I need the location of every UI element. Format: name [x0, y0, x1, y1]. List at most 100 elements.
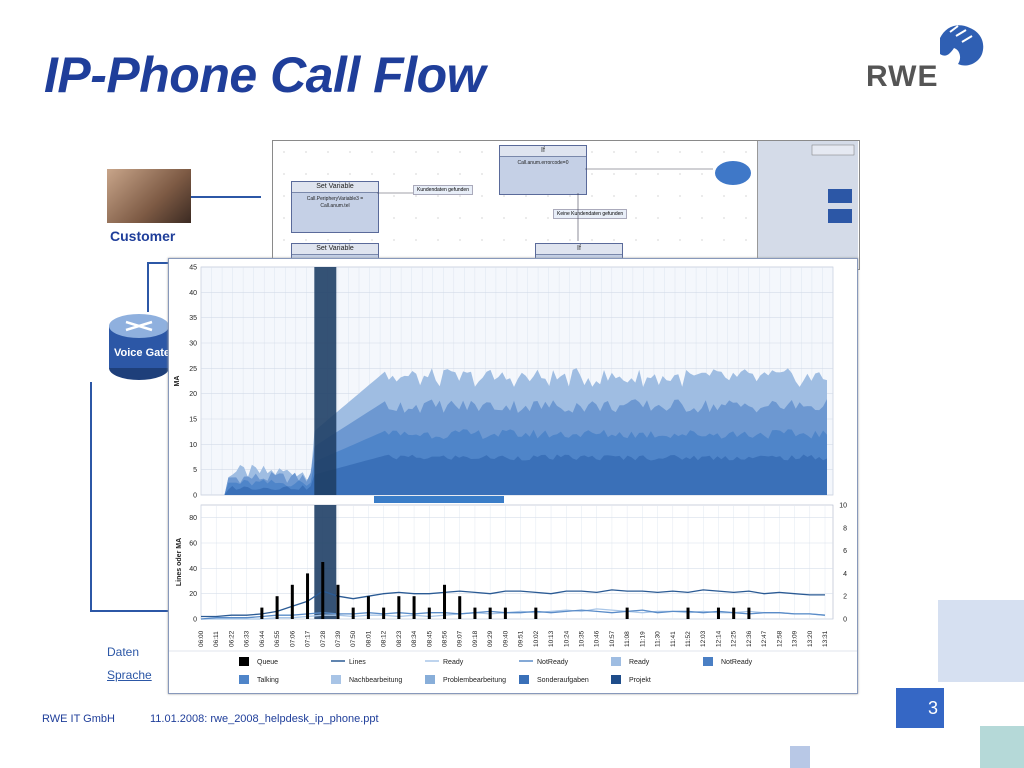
bottom-chart-x-tick-label: 07:39 — [335, 630, 342, 647]
left-loop-line — [90, 382, 92, 612]
bottom-chart-queue-bar — [534, 607, 538, 619]
legend-label: Lines — [349, 659, 366, 666]
bottom-chart-queue-bar — [747, 607, 751, 619]
bottom-chart-x-tick-label: 11:30 — [655, 631, 662, 647]
bottom-chart-x-tick-label: 10:02 — [533, 630, 540, 647]
bottom-chart-queue-bar — [397, 596, 401, 619]
bottom-chart-x-tick-label: 12:25 — [731, 630, 738, 647]
bottom-chart-x-tick-label: 11:08 — [624, 631, 631, 647]
node-body: Call.PeripheryVariable3 = Call.anum.tel — [306, 196, 364, 209]
bottom-chart-line-notready — [200, 609, 826, 620]
bottom-loop-line — [90, 610, 170, 612]
bottom-chart-queue-bar — [625, 607, 629, 619]
legend-label: Nachbearbeitung — [349, 677, 402, 684]
bottom-chart-x-tick-label: 06:33 — [244, 630, 251, 647]
bottom-chart-queue-bar — [716, 607, 720, 619]
footer-file: 11.01.2008: rwe_2008_helpdesk_ip_phone.p… — [150, 713, 379, 725]
customer-photo — [107, 169, 191, 223]
bottom-chart-x-tick-label: 08:45 — [426, 630, 433, 647]
legend-label: Projekt — [629, 677, 651, 684]
bottom-chart-x-tick-label: 08:34 — [411, 630, 418, 647]
top-chart-y-tick-label: 5 — [193, 467, 197, 474]
legend-swatch-problembearbeitung — [425, 675, 435, 684]
bottom-chart-queue-bar — [488, 607, 492, 619]
bottom-chart-x-tick-label: 10:13 — [548, 630, 555, 647]
top-chart-y-tick-label: 15 — [189, 417, 197, 424]
bottom-chart-queue-bar — [503, 607, 507, 619]
bottom-chart-x-tick-label: 06:55 — [274, 630, 281, 647]
bottom-chart-x-tick-label: 11:41 — [670, 631, 677, 647]
bottom-chart-y2-tick-label: 4 — [843, 571, 847, 578]
bottom-chart-x-tick-label: 06:11 — [213, 631, 220, 647]
daten-label: Daten — [107, 645, 140, 659]
page-number: 3 — [896, 688, 944, 728]
node-header: If — [536, 244, 622, 255]
workflow-connectors — [377, 161, 751, 241]
top-chart-y-tick-label: 10 — [189, 442, 197, 449]
bottom-chart-y2-tick-label: 8 — [843, 525, 847, 532]
legend-swatch-queue — [239, 657, 249, 666]
bottom-chart-queue-bar — [275, 596, 279, 619]
bottom-chart-x-tick-label: 10:46 — [594, 630, 601, 647]
bottom-chart-x-tick-label: 13:20 — [807, 630, 814, 647]
legend-swatch-projekt — [611, 675, 621, 684]
bottom-chart-queue-bar — [336, 584, 340, 619]
legend-label: Talking — [257, 677, 279, 684]
bottom-chart-x-tick-label: 10:35 — [578, 630, 585, 647]
bottom-chart-queue-bar — [473, 607, 477, 619]
bottom-chart-y2-tick-label: 0 — [843, 617, 847, 624]
bottom-chart-queue-bar — [351, 607, 355, 619]
bottom-chart-y-tick-label: 80 — [189, 515, 197, 522]
bottom-chart-x-tick-label: 08:12 — [381, 630, 388, 647]
bottom-chart-y2-tick-label: 10 — [839, 503, 847, 510]
bottom-chart-x-tick-label: 07:06 — [289, 630, 296, 647]
gateway-top-line — [147, 262, 169, 264]
bottom-chart-queue-bar — [732, 607, 736, 619]
customer-label: Customer — [110, 228, 176, 244]
bottom-chart-queue-bar — [427, 607, 431, 619]
bottom-chart-x-tick-label: 12:58 — [776, 630, 783, 647]
bottom-chart-queue-bar — [306, 573, 310, 619]
top-chart-highlight-band — [314, 267, 337, 495]
window-controls — [811, 144, 855, 223]
bottom-chart-x-tick-label: 08:01 — [365, 630, 372, 647]
top-chart-area-nachbearbeitung — [201, 454, 827, 495]
bottom-chart-x-tick-label: 07:50 — [350, 630, 357, 647]
bottom-chart-x-tick-label: 09:29 — [487, 630, 494, 647]
bottom-chart-x-tick-label: 12:47 — [761, 630, 768, 647]
node-header: Set Variable — [292, 244, 378, 255]
bottom-chart-queue-bar — [366, 596, 370, 619]
bottom-chart-y-axis-label: Lines oder MA — [176, 538, 183, 586]
annotation-customer-data-found: Kundendaten gefunden — [413, 185, 473, 195]
background-window-frame — [757, 141, 858, 263]
bottom-chart-x-tick-label: 10:24 — [563, 630, 570, 647]
top-chart-scrollbar — [374, 496, 504, 503]
bottom-chart-x-tick-label: 12:03 — [700, 630, 707, 647]
legend-swatch-nachbearbeitung — [331, 675, 341, 684]
rwe-logo-icon — [940, 25, 984, 66]
legend-label: Problembearbeitung — [443, 677, 506, 684]
bottom-chart-x-tick-label: 11:52 — [685, 631, 692, 647]
bottom-chart-x-tick-label: 06:00 — [198, 630, 205, 647]
slide-title: IP-Phone Call Flow — [44, 47, 486, 103]
deco-square-2 — [980, 726, 1024, 768]
bottom-chart-y2-tick-label: 2 — [843, 594, 847, 601]
node-header: Set Variable — [292, 182, 378, 193]
legend-swatch-talking — [239, 675, 249, 684]
bottom-chart-queue-bar — [412, 596, 416, 619]
legend-swatch-sonderaufgaben — [519, 675, 529, 684]
legend-label: Sonderaufgaben — [537, 677, 589, 684]
bottom-chart-x-tick-label: 10:57 — [609, 630, 616, 647]
bottom-chart-highlight-band — [314, 505, 337, 619]
top-chart-y-tick-label: 30 — [189, 341, 197, 348]
top-chart-y-tick-label: 40 — [189, 290, 197, 297]
top-chart-y-tick-label: 35 — [189, 315, 197, 322]
rwe-logo-text: RWE — [866, 60, 939, 93]
sprache-label: Sprache — [107, 668, 152, 682]
bottom-chart-x-tick-label: 09:18 — [472, 630, 479, 647]
bottom-chart-y-tick-label: 0 — [193, 617, 197, 624]
bottom-chart-x-tick-label: 09:07 — [457, 630, 464, 647]
customer-to-workflow-line — [191, 196, 261, 198]
bottom-chart-queue-bar — [458, 596, 462, 619]
bottom-chart-x-tick-label: 13:09 — [792, 630, 799, 647]
